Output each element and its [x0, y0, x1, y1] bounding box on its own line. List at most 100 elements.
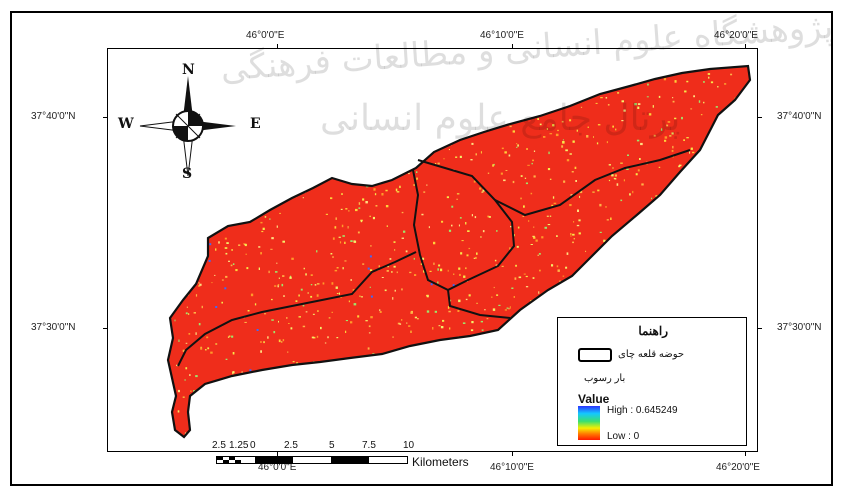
sediment-pixel	[341, 193, 343, 195]
sediment-pixel	[215, 343, 218, 345]
sediment-pixel	[460, 252, 463, 255]
sediment-pixel	[422, 145, 424, 148]
sediment-pixel	[408, 93, 411, 96]
sediment-pixel	[569, 66, 572, 68]
sediment-pixel	[302, 154, 305, 157]
sediment-pixel	[611, 174, 614, 177]
sediment-pixel	[260, 392, 263, 395]
sediment-pixel	[692, 151, 695, 154]
sediment-pixel	[698, 155, 701, 157]
right-lat-label-2: 37°30'0"N	[777, 322, 822, 333]
sediment-pixel	[327, 336, 329, 339]
sediment-pixel	[584, 276, 587, 280]
sediment-pixel	[366, 135, 368, 138]
bottom-lon-label-2: 46°10'0"E	[490, 462, 534, 473]
tick-mark	[277, 451, 278, 456]
sediment-pixel	[674, 117, 677, 120]
sediment-pixel	[579, 280, 582, 282]
sediment-pixel	[436, 341, 439, 345]
sediment-pixel	[372, 361, 375, 364]
sediment-pixel	[700, 159, 703, 161]
sediment-pixel	[260, 341, 262, 343]
sediment-pixel	[690, 147, 693, 150]
sediment-pixel	[369, 255, 372, 258]
sediment-pixel	[260, 400, 263, 403]
sediment-pixel	[505, 170, 508, 171]
sediment-pixel	[508, 307, 510, 310]
sediment-pixel	[729, 154, 731, 156]
sediment-pixel	[584, 88, 587, 91]
sediment-pixel	[365, 170, 368, 173]
sediment-pixel	[394, 289, 396, 292]
sediment-pixel	[320, 158, 323, 161]
sediment-pixel	[185, 240, 188, 242]
sediment-pixel	[530, 192, 533, 195]
sediment-pixel	[434, 368, 436, 371]
sediment-pixel	[238, 244, 241, 246]
sediment-pixel	[287, 368, 289, 371]
sediment-pixel	[264, 216, 267, 218]
sediment-pixel	[328, 434, 330, 436]
sediment-pixel	[394, 144, 398, 147]
sediment-pixel	[375, 388, 379, 391]
sediment-pixel	[314, 430, 317, 432]
sediment-pixel	[540, 409, 541, 413]
sediment-pixel	[504, 378, 506, 381]
sediment-pixel	[720, 233, 722, 236]
sediment-pixel	[712, 204, 714, 207]
sediment-pixel	[487, 372, 489, 375]
sediment-pixel	[576, 303, 579, 306]
sediment-pixel	[407, 74, 410, 77]
sediment-pixel	[622, 65, 625, 66]
sediment-pixel	[185, 342, 188, 344]
sediment-pixel	[626, 248, 629, 251]
sediment-pixel	[491, 296, 493, 298]
sediment-pixel	[501, 147, 504, 150]
sediment-pixel	[275, 104, 278, 106]
sediment-pixel	[460, 343, 463, 346]
sediment-pixel	[260, 252, 262, 255]
sediment-pixel	[443, 422, 445, 425]
compass-rose-icon	[139, 76, 236, 177]
sediment-pixel	[448, 77, 450, 80]
sediment-pixel	[735, 139, 738, 141]
sediment-pixel	[385, 189, 388, 192]
sediment-pixel	[509, 125, 512, 128]
sediment-pixel	[576, 129, 578, 132]
sediment-pixel	[470, 159, 473, 161]
sediment-pixel	[614, 178, 617, 180]
sediment-pixel	[537, 92, 540, 95]
sediment-pixel	[497, 90, 499, 93]
sediment-pixel	[332, 237, 335, 240]
sediment-pixel	[396, 356, 398, 358]
sediment-pixel	[505, 399, 508, 402]
sediment-pixel	[556, 235, 558, 237]
sediment-pixel	[542, 361, 545, 363]
sediment-pixel	[468, 99, 470, 101]
sediment-pixel	[498, 113, 500, 116]
sediment-pixel	[388, 427, 391, 429]
sediment-pixel	[570, 235, 572, 237]
sediment-pixel	[490, 392, 493, 395]
sediment-pixel	[687, 250, 690, 253]
sediment-pixel	[173, 290, 176, 293]
sediment-pixel	[326, 411, 329, 413]
scale-unit-label: Kilometers	[412, 455, 469, 469]
sediment-pixel	[705, 66, 707, 67]
sediment-pixel	[463, 355, 466, 358]
sediment-pixel	[485, 388, 488, 391]
sediment-pixel	[565, 86, 568, 89]
sediment-pixel	[480, 320, 483, 323]
sediment-pixel	[689, 151, 691, 154]
sediment-pixel	[525, 182, 528, 185]
sediment-pixel	[431, 382, 433, 385]
sediment-pixel	[260, 350, 262, 353]
sediment-pixel	[566, 159, 570, 162]
sediment-pixel	[182, 294, 185, 297]
sediment-pixel	[407, 114, 409, 117]
sediment-pixel	[555, 293, 559, 296]
north-label: N	[182, 62, 195, 78]
sediment-pixel	[350, 433, 353, 436]
sediment-pixel	[551, 347, 554, 349]
sediment-pixel	[307, 292, 309, 294]
